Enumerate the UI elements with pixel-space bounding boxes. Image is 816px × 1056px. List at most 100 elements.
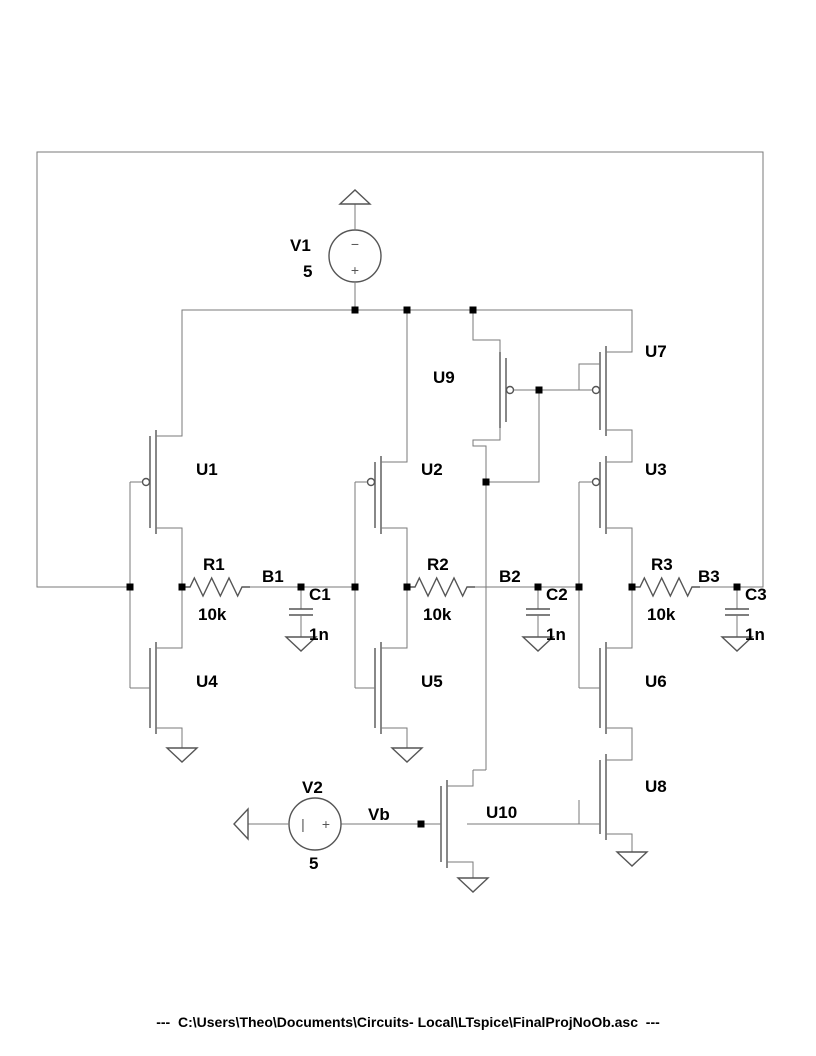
resistor-icon <box>632 576 700 598</box>
label-u5: U5 <box>421 672 443 691</box>
label-u8: U8 <box>645 777 667 796</box>
vdd-flag-icon <box>338 189 372 205</box>
wire <box>578 363 600 390</box>
junction-dot <box>403 306 411 314</box>
resistor-icon <box>407 576 475 598</box>
label-c1-value: 1n <box>309 625 329 644</box>
junction-dot <box>482 478 490 486</box>
capacitor-c2 <box>526 587 550 637</box>
capacitor-c3 <box>725 587 749 637</box>
resistor-icon <box>182 576 250 598</box>
junction-dot <box>733 583 741 591</box>
resistor-r3 <box>632 576 700 598</box>
drain-lead <box>156 420 183 437</box>
junction-dot <box>126 583 134 591</box>
drain-lead <box>606 744 633 761</box>
label-r2: R2 <box>427 555 449 574</box>
transistor-u7 <box>579 336 633 446</box>
minus-sign: − <box>351 236 359 252</box>
transistor-u3 <box>579 446 633 544</box>
label-r3-value: 10k <box>647 605 676 624</box>
label-r1: R1 <box>203 555 225 574</box>
junction-dot <box>403 583 411 591</box>
inversion-bubble-icon <box>141 477 151 487</box>
wire <box>486 390 540 483</box>
source-lead <box>156 727 183 744</box>
drain-lead <box>606 632 633 649</box>
transistor-u10 <box>421 770 474 878</box>
label-r2-value: 10k <box>423 605 452 624</box>
minus-bar: | <box>301 816 305 832</box>
junction-dot <box>469 306 477 314</box>
transistor-u4 <box>130 632 183 744</box>
drain-lead <box>156 632 183 649</box>
source-lead <box>606 727 633 744</box>
label-v2-value: 5 <box>309 854 318 873</box>
capacitor-c1 <box>289 587 313 637</box>
ground-icon <box>390 747 424 763</box>
drain-lead <box>606 446 633 463</box>
source-lead <box>381 727 408 744</box>
inversion-bubble-icon <box>366 477 376 487</box>
junction-dot <box>351 306 359 314</box>
inversion-bubble-icon <box>505 385 515 395</box>
wire <box>36 151 764 588</box>
inversion-bubble-icon <box>591 477 601 487</box>
source-lead <box>472 310 501 352</box>
label-u6: U6 <box>645 672 667 691</box>
junction-dot <box>297 583 305 591</box>
transistor-u6 <box>579 632 633 744</box>
drain-lead <box>472 428 501 482</box>
label-r3: R3 <box>651 555 673 574</box>
label-u9: U9 <box>433 368 455 387</box>
net-label-b3: B3 <box>698 567 720 586</box>
drain-lead <box>447 770 474 787</box>
label-v1: V1 <box>290 236 311 255</box>
label-v1-value: 5 <box>303 262 312 281</box>
file-path-footer: --- C:\Users\Theo\Documents\Circuits- Lo… <box>156 1014 660 1030</box>
junction-dot <box>417 820 425 828</box>
net-label-vb: Vb <box>368 805 390 824</box>
transistor-u5 <box>355 632 408 744</box>
label-u1: U1 <box>196 460 218 479</box>
source-lead <box>156 527 183 544</box>
label-c3: C3 <box>745 585 767 604</box>
net-label-b1: B1 <box>262 567 284 586</box>
source-lead <box>381 527 408 544</box>
junction-dot <box>178 583 186 591</box>
drain-lead <box>381 632 408 649</box>
label-v2: V2 <box>302 778 323 797</box>
label-c2-value: 1n <box>546 625 566 644</box>
source-lead <box>447 861 474 878</box>
plus-sign: + <box>322 816 330 832</box>
plus-sign: + <box>351 262 359 278</box>
label-u4: U4 <box>196 672 218 691</box>
junction-dot <box>628 583 636 591</box>
label-r1-value: 10k <box>198 605 227 624</box>
transistor-u8 <box>579 744 633 850</box>
ground-icon <box>456 877 490 893</box>
resistor-r1 <box>182 576 250 598</box>
drain-lead <box>606 336 633 353</box>
resistor-r2 <box>407 576 475 598</box>
ground-icon <box>720 636 754 652</box>
ground-icon <box>165 747 199 763</box>
junction-dot <box>534 583 542 591</box>
inversion-bubble-icon <box>591 385 601 395</box>
ground-icon <box>615 851 649 867</box>
drain-lead <box>381 446 408 463</box>
transistor-u2 <box>355 446 408 544</box>
junction-dot <box>535 386 543 394</box>
junction-dot <box>351 583 359 591</box>
voltage-source-v2-icon <box>288 797 342 851</box>
junction-dot <box>575 583 583 591</box>
ground-icon <box>233 807 249 841</box>
ground-icon <box>521 636 555 652</box>
transistor-u9 <box>472 310 539 482</box>
label-u3: U3 <box>645 460 667 479</box>
source-lead <box>606 527 633 544</box>
label-c2: C2 <box>546 585 568 604</box>
label-u10: U10 <box>486 803 517 822</box>
label-u2: U2 <box>421 460 443 479</box>
